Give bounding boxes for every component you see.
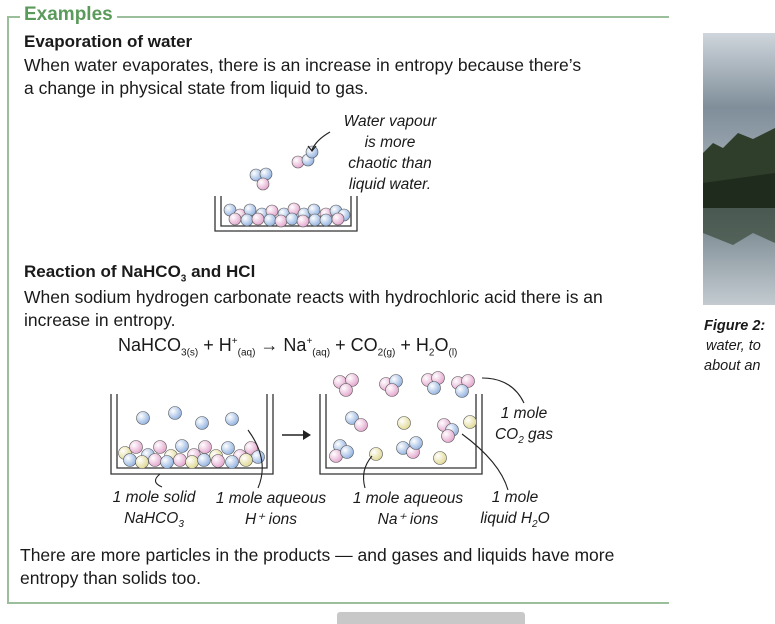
evaporation-text-line1: When water evaporates, there is an incre… xyxy=(24,55,582,75)
reaction-text-line2: increase in entropy. xyxy=(24,310,176,330)
water-vapour-caption: Water vapour is more chaotic than liquid… xyxy=(343,113,437,193)
figure-caption: Figure 2: water, to about an xyxy=(704,318,766,374)
examples-label: Examples xyxy=(20,4,117,26)
label-solid-nahco3: 1 mole solid NaHCO3 xyxy=(112,489,196,531)
label-co2-gas: 1 mole CO2 gas xyxy=(494,405,554,447)
evaporation-text-line2: a change in physical state from liquid t… xyxy=(24,78,369,98)
label-na-ions: 1 mole aqueous Na⁺ ions xyxy=(352,490,464,528)
evaporation-heading: Evaporation of water xyxy=(24,32,193,51)
conclusion-line1: There are more particles in the products… xyxy=(20,545,615,565)
label-h-ions: 1 mole aqueous H⁺ ions xyxy=(215,490,327,528)
reaction-equation: NaHCO3(s) + H+(aq) → Na+(aq) + CO2(g) + … xyxy=(118,335,458,359)
lake-photo xyxy=(703,33,775,305)
label-liquid-water: 1 mole liquid H2O xyxy=(480,489,550,531)
examples-box xyxy=(7,16,669,604)
conclusion-line2: entropy than solids too. xyxy=(20,568,201,588)
reaction-text-line1: When sodium hydrogen carbonate reacts wi… xyxy=(24,287,603,307)
horizontal-scrollbar[interactable] xyxy=(337,612,525,624)
reaction-heading: Reaction of NaHCO3 and HCl xyxy=(24,262,256,285)
